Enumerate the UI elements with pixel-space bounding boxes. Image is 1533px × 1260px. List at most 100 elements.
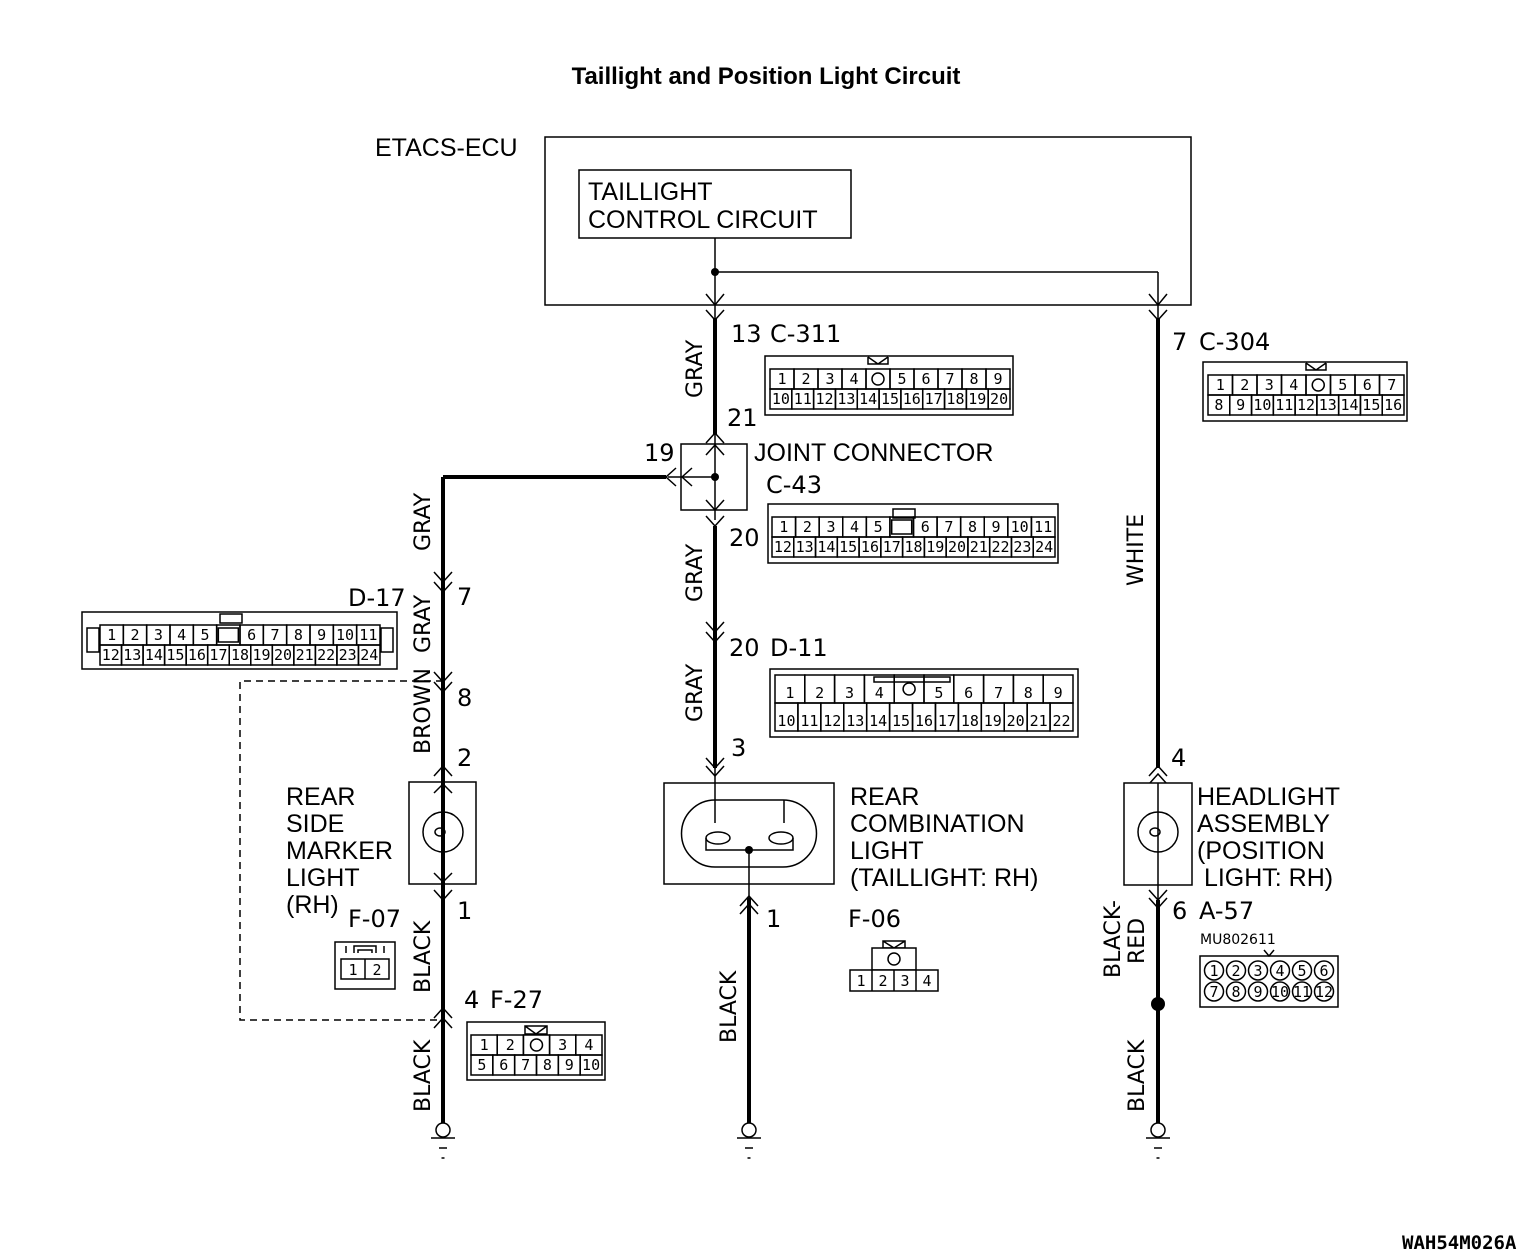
pin-number: 18: [946, 390, 964, 408]
ground-icon: [1145, 1122, 1171, 1159]
pin-number: 5: [897, 370, 906, 388]
wire-color-label: BLACK: [717, 970, 742, 1043]
pin-number: 7: [994, 684, 1003, 702]
pin-number: 20: [990, 390, 1008, 408]
pin-number: 16: [861, 538, 879, 556]
pin-number: 12: [102, 646, 120, 664]
pin-number: 21: [970, 538, 988, 556]
pin-number: 10: [772, 390, 790, 408]
pin-number: 19: [984, 712, 1002, 730]
lock-tab: [217, 627, 240, 643]
wire-color-label: WHITE: [1124, 514, 1149, 586]
headlight-label-line: ASSEMBLY: [1197, 810, 1330, 838]
control-circuit-line1: TAILLIGHT: [588, 178, 713, 206]
headlight-label-line: (POSITION: [1197, 837, 1325, 865]
pin-number: 5: [477, 1056, 486, 1074]
pin-number: 14: [869, 712, 887, 730]
pin-number: 4: [1289, 376, 1298, 394]
pin-number: 13: [796, 538, 814, 556]
combination-label-line: REAR: [850, 783, 919, 811]
pin-number: 17: [883, 538, 901, 556]
d11-pin: 20: [729, 634, 760, 662]
pin-number: 4: [850, 518, 859, 536]
pin-number: 2: [801, 370, 810, 388]
pin-number: 15: [892, 712, 910, 730]
pin-number: 7: [1209, 983, 1218, 1001]
pin-number: 3: [825, 370, 834, 388]
pin-number: 1: [107, 626, 116, 644]
pin-number: 9: [317, 626, 326, 644]
c43-name: C-43: [766, 471, 822, 499]
d11-name: D-11: [770, 634, 828, 662]
joint-connector-title: JOINT CONNECTOR: [754, 439, 993, 467]
pin-number: 12: [823, 712, 841, 730]
shield-dashed-line: [239, 680, 443, 1021]
svg-text:3: 3: [900, 972, 909, 990]
pin-number: 10: [777, 712, 795, 730]
taillight-control-circuit-box: [578, 169, 852, 239]
diagram-id: WAH54M026A: [1402, 1232, 1517, 1254]
side-marker-pin-2: 2: [457, 744, 472, 772]
control-circuit-line2: CONTROL CIRCUIT: [588, 206, 818, 234]
pin-number: 7: [945, 370, 954, 388]
pin-number: 8: [1231, 983, 1240, 1001]
pin-number: 6: [964, 684, 973, 702]
pin-number: 19: [253, 646, 271, 664]
side-marker-label-line: LIGHT: [286, 864, 360, 892]
side-marker-label-line: SIDE: [286, 810, 344, 838]
pin-number: 5: [200, 626, 209, 644]
side-marker-pin-1: 1: [457, 897, 472, 925]
a57-pin: 6: [1172, 897, 1187, 925]
f06-name: F-06: [848, 905, 901, 933]
pin-number: 1: [785, 684, 794, 702]
wire-color-label: BLACK: [411, 1039, 436, 1112]
ground-icon: [430, 1122, 456, 1159]
pin-number: 4: [177, 626, 186, 644]
pin-number: 1: [779, 518, 788, 536]
pin-number: 4: [584, 1036, 593, 1054]
bulb-icon: [422, 811, 464, 853]
f27-name: F-27: [490, 986, 543, 1014]
pin-number: 4: [875, 684, 884, 702]
pin-number: 24: [1035, 538, 1053, 556]
pin-number: 18: [231, 646, 249, 664]
wire-color-label: GRAY: [683, 339, 708, 398]
pin-number: 19: [968, 390, 986, 408]
pin-number: 24: [360, 646, 378, 664]
lock-tab: [890, 519, 913, 535]
pin-number: 3: [1265, 376, 1274, 394]
combination-label-line: LIGHT: [850, 837, 924, 865]
pin-number: 7: [270, 626, 279, 644]
pin-number: 1: [1216, 376, 1225, 394]
pin-number: 20: [1007, 712, 1025, 730]
pin-number: 3: [826, 518, 835, 536]
pin-number: 10: [582, 1056, 600, 1074]
combination-label-line: COMBINATION: [850, 810, 1025, 838]
f07-name: F-07: [348, 905, 401, 933]
diagram-title: Taillight and Position Light Circuit: [572, 63, 961, 90]
pin-number: 9: [565, 1056, 574, 1074]
a57-part-number: MU802611: [1200, 932, 1276, 948]
pin-number: 8: [1024, 684, 1033, 702]
pin-number: 16: [188, 646, 206, 664]
pin-number: 14: [817, 538, 835, 556]
pin-number: 9: [1253, 983, 1262, 1001]
pin-number: 15: [881, 390, 899, 408]
c43-pin-19: 19: [644, 439, 675, 467]
pin-number: 17: [925, 390, 943, 408]
d17-name: D-17: [348, 584, 406, 612]
pin-number: 6: [921, 518, 930, 536]
bulb-icon: [1137, 811, 1179, 853]
pin-number: 11: [359, 626, 377, 644]
comb-pin-3: 3: [731, 734, 746, 762]
pin-number: 13: [837, 390, 855, 408]
combination-bulb-icon: [680, 799, 818, 868]
pin-number: 5: [1297, 962, 1306, 980]
ecu-label: ETACS-ECU: [375, 134, 518, 162]
pin-number: 10: [1253, 396, 1271, 414]
pin-number: 3: [558, 1036, 567, 1054]
pin-number: 12: [816, 390, 834, 408]
